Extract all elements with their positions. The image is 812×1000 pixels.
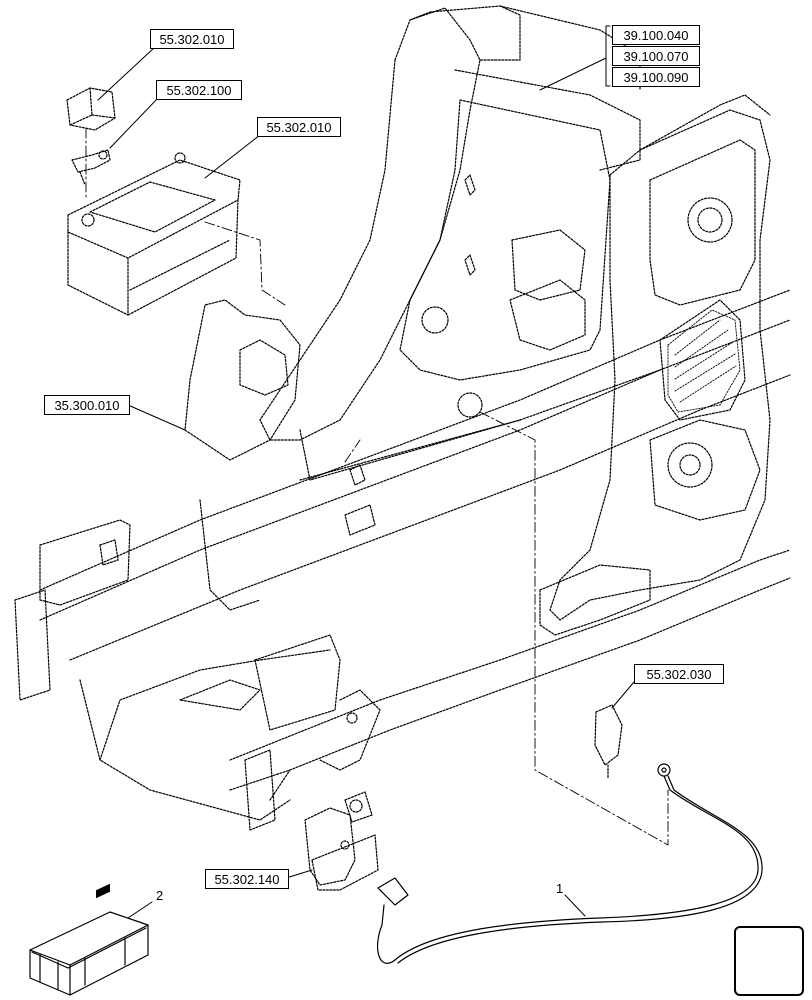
- battery: [67, 152, 241, 316]
- battery-terminal: [71, 149, 111, 186]
- ref-battery-terminal[interactable]: 55.302.100: [156, 80, 242, 100]
- center-lines: [85, 127, 669, 846]
- battery-cover: [66, 87, 116, 131]
- ref-disconnect-switch[interactable]: 55.302.140: [205, 869, 289, 889]
- louver-grille: [667, 309, 741, 413]
- ground-connector: [594, 704, 623, 779]
- machine-frame: [14, 5, 791, 831]
- ref-battery-support[interactable]: 35.300.010: [44, 395, 130, 415]
- ref-frame-c[interactable]: 39.100.090: [612, 67, 700, 87]
- leader-lines: [97, 25, 635, 919]
- ref-battery[interactable]: 55.302.010: [257, 117, 341, 137]
- disconnect-switch: [304, 791, 379, 891]
- kit-box: [29, 883, 149, 996]
- ref-ground-connector[interactable]: 55.302.030: [634, 664, 724, 684]
- ref-frame-b[interactable]: 39.100.070: [612, 46, 700, 66]
- ref-battery-cover[interactable]: 55.302.010: [150, 29, 234, 49]
- item-number-kit: 2: [156, 888, 164, 903]
- navigate-button[interactable]: [734, 926, 804, 996]
- item-number-cable: 1: [556, 881, 564, 896]
- battery-cable: [376, 763, 763, 964]
- ref-frame-a[interactable]: 39.100.040: [612, 25, 700, 45]
